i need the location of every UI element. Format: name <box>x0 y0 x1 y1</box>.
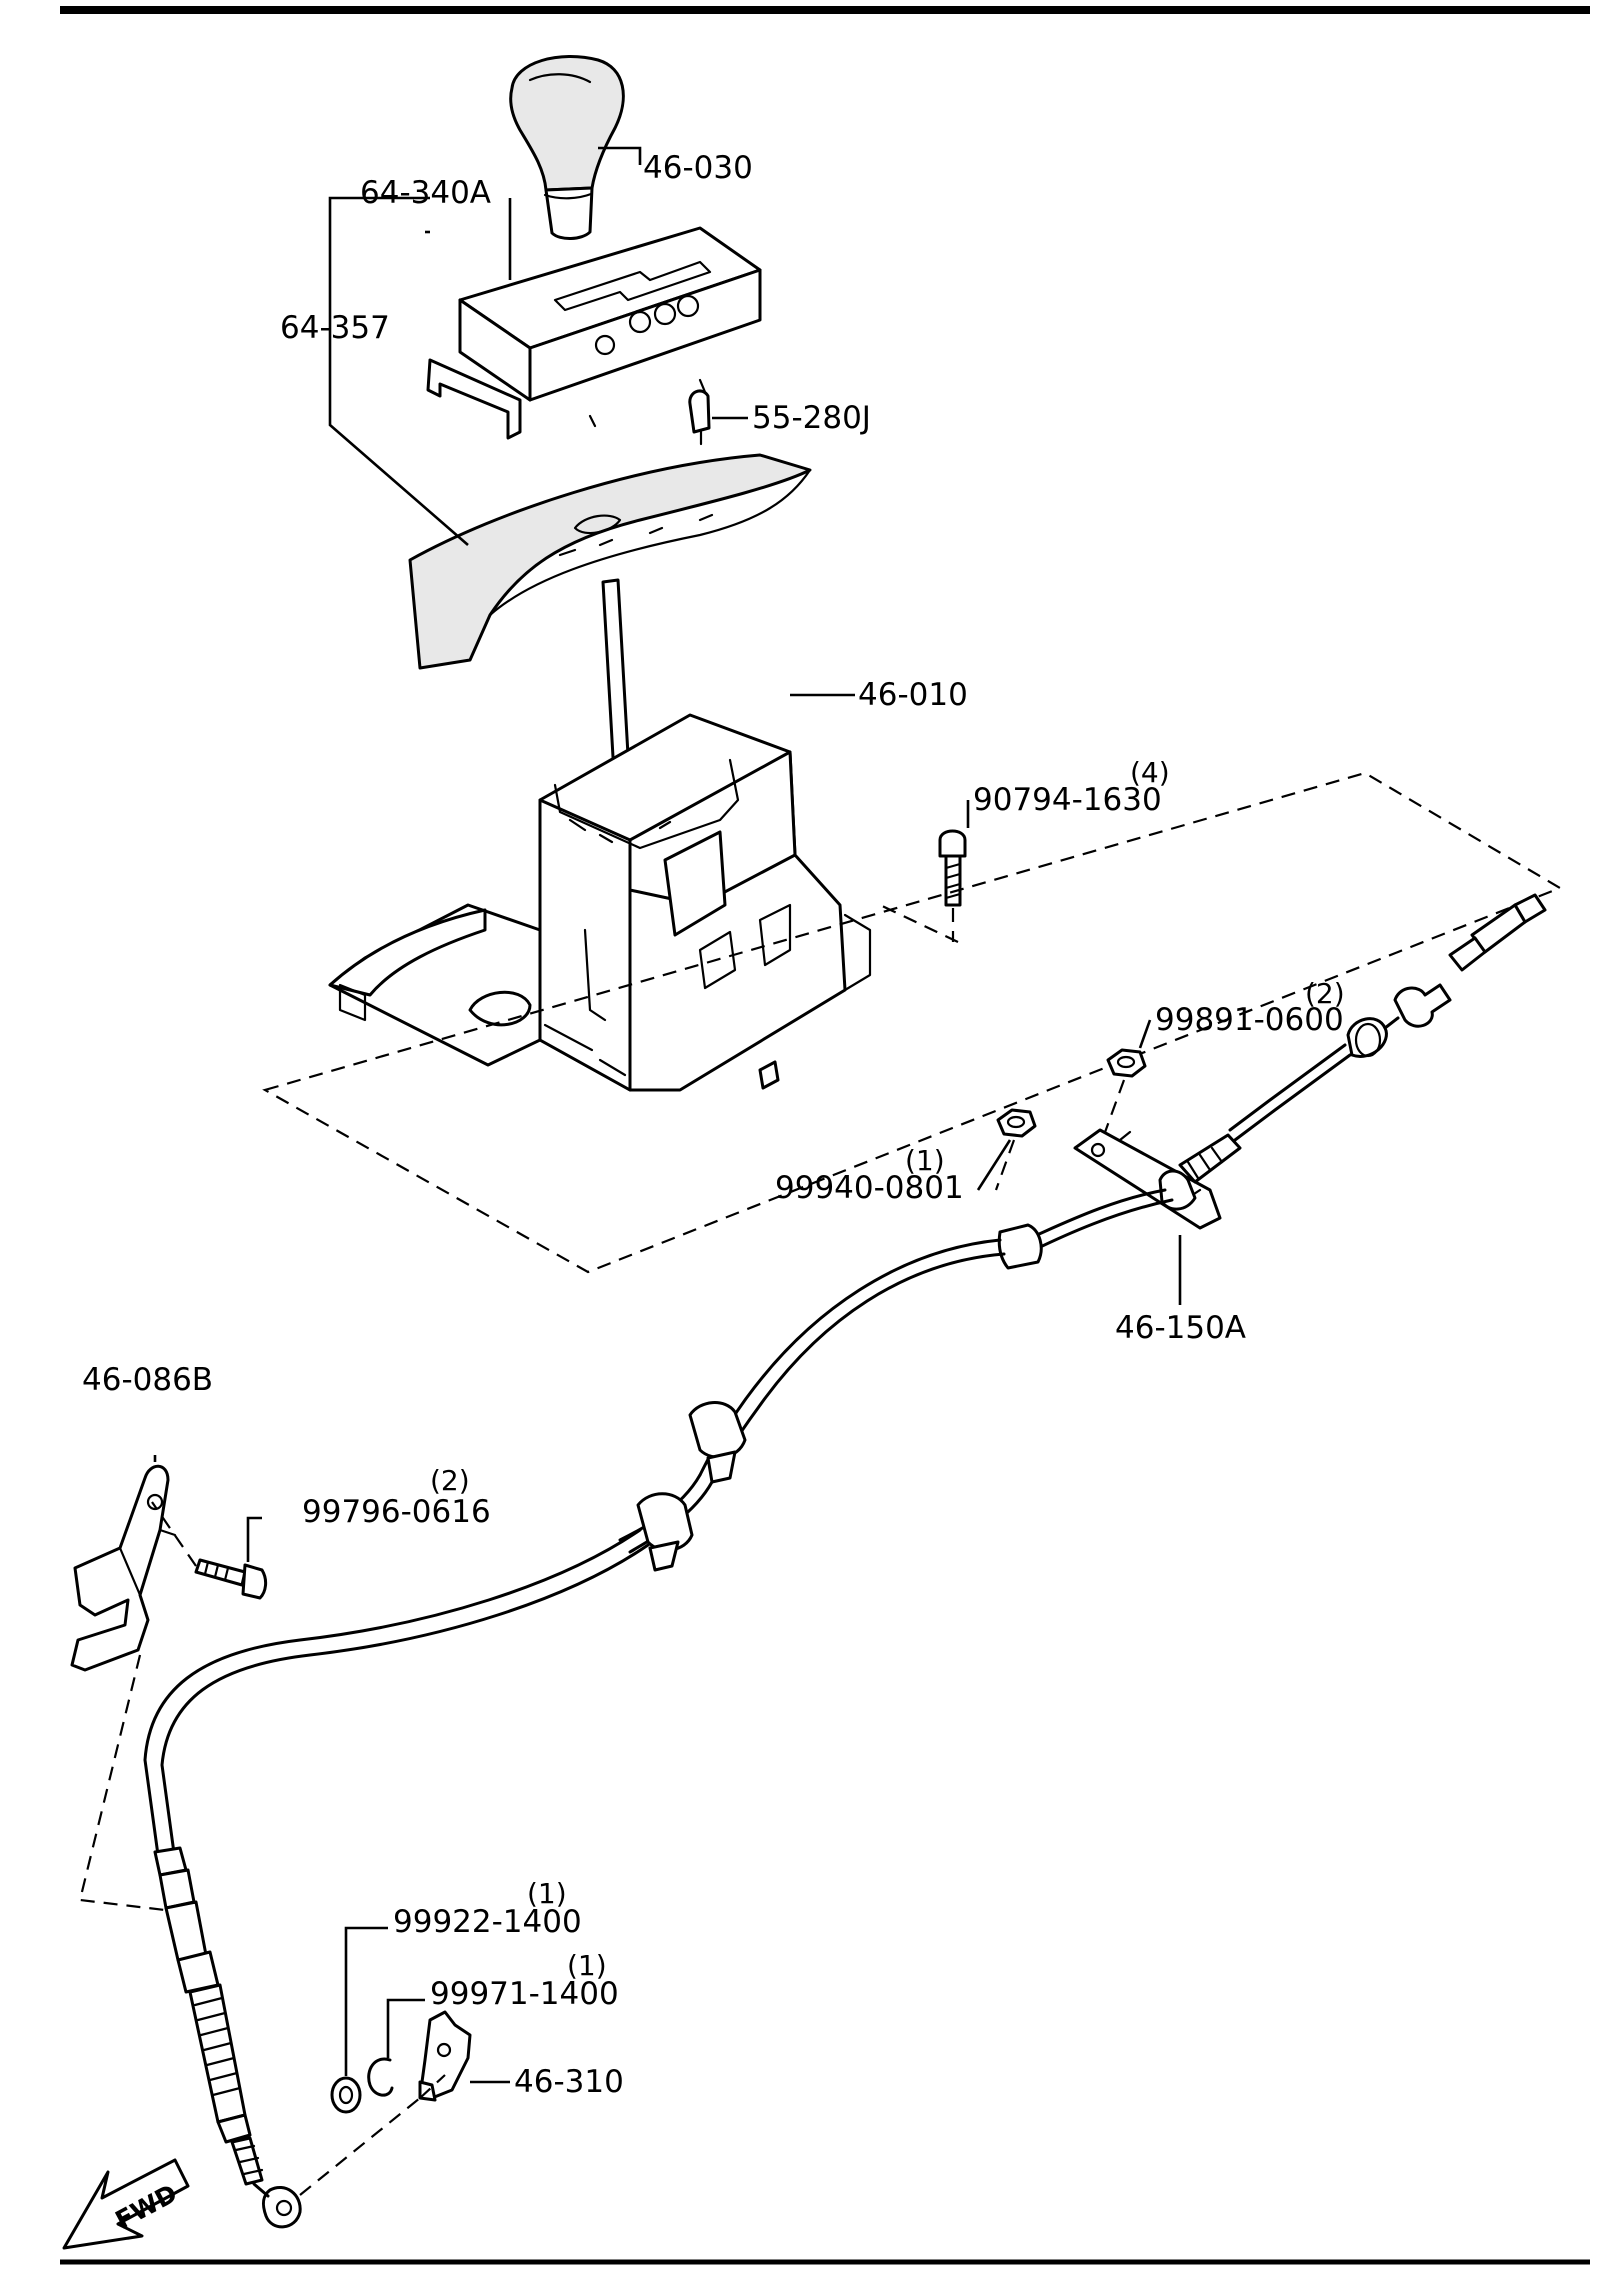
callout-46-030: 46-030 <box>643 150 753 186</box>
qty-90794-1630: (4) <box>1130 756 1170 789</box>
callout-46-150A: 46-150A <box>1115 1310 1246 1346</box>
lever-46-310-part[interactable] <box>418 2010 472 2102</box>
callout-64-357: 64-357 <box>280 310 390 346</box>
callout-99891-0600: 99891-0600 <box>1155 1002 1344 1038</box>
callout-64-340A: 64-340A <box>360 175 491 211</box>
nut-99940-part[interactable] <box>994 1108 1037 1191</box>
fwd-arrow-icon <box>62 2158 190 2250</box>
bulb-part[interactable] <box>688 389 711 446</box>
callout-99922-1400: 99922-1400 <box>393 1904 582 1940</box>
leader-lines <box>153 146 1182 2084</box>
qty-99971-1400: (1) <box>567 1949 607 1982</box>
callout-99796-0616: 99796-0616 <box>302 1494 491 1530</box>
qty-99922-1400: (1) <box>527 1877 567 1910</box>
callout-90794-1630: 90794-1630 <box>973 782 1162 818</box>
bracket-alignment-dash <box>78 1654 166 1912</box>
bolt-90794-part[interactable] <box>938 829 967 907</box>
callout-46-086B: 46-086B <box>82 1362 213 1398</box>
callout-46-310: 46-310 <box>514 2064 624 2100</box>
clip-99971-part[interactable] <box>367 2057 394 2097</box>
cable-upper-end <box>1158 893 1547 1211</box>
bolt-alignment-dash <box>879 904 959 943</box>
shift-knob-part[interactable] <box>509 55 625 240</box>
shift-cable-46-150a[interactable] <box>143 1188 1174 2229</box>
mounting-area-outline <box>262 771 1563 1274</box>
cable-end-alignment-dash <box>299 2074 446 2196</box>
nut-99891-part[interactable] <box>1102 1048 1147 1136</box>
indicator-panel-part[interactable] <box>426 226 762 440</box>
washer-99922-part[interactable] <box>330 2076 362 2114</box>
qty-99891-0600: (2) <box>1305 977 1345 1010</box>
callout-99971-1400: 99971-1400 <box>430 1976 619 2012</box>
bolt-99796-part[interactable] <box>151 1501 268 1600</box>
cable-bracket-086b-part[interactable] <box>70 1464 177 1672</box>
forward-direction-arrow: FWD <box>62 2158 190 2250</box>
callout-46-010: 46-010 <box>858 677 968 713</box>
shift-mechanism-part[interactable] <box>328 713 872 1092</box>
callout-55-280J: 55-280J <box>752 400 871 436</box>
qty-99940-0801: (1) <box>905 1144 945 1177</box>
qty-99796-0616: (2) <box>430 1464 470 1497</box>
callout-99940-0801: 99940-0801 <box>775 1170 964 1206</box>
console-cover-part[interactable] <box>408 453 812 670</box>
